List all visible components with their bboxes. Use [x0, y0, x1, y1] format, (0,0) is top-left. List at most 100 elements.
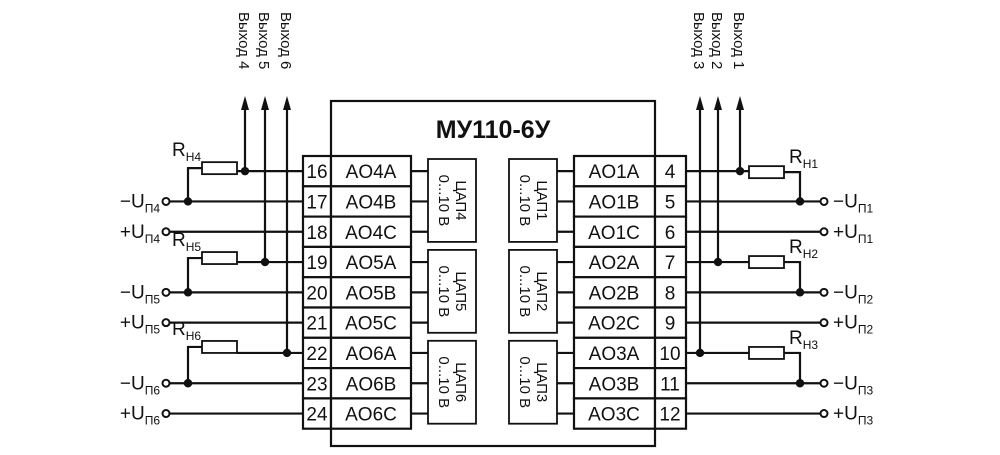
terminal-name: AO1C — [588, 223, 640, 244]
external-wiring — [161, 96, 829, 419]
pin-number: 17 — [306, 192, 327, 213]
dac-outline — [508, 339, 558, 425]
dac-outline — [427, 339, 477, 425]
pin-cell — [653, 336, 688, 370]
resistor-label: RН4 — [172, 140, 201, 164]
minus-supply-label: −UП3 — [833, 373, 873, 397]
plus-supply-label: +UП5 — [120, 313, 160, 337]
resistor-label: RН6 — [172, 319, 201, 343]
plus-supply-label: +UП2 — [833, 313, 873, 337]
output-label: Выход 2 — [708, 12, 725, 69]
dac-name: ЦАП5 — [452, 271, 469, 311]
resistor — [201, 161, 238, 176]
pin-number: 16 — [306, 162, 327, 183]
terminal-cell — [329, 397, 413, 430]
resistor — [201, 340, 238, 354]
pin-number: 12 — [659, 405, 680, 426]
dac-range: 0...10 В — [516, 265, 533, 317]
resistor — [748, 165, 785, 180]
terminal-name: AO3A — [589, 344, 640, 365]
terminal-circle — [161, 318, 171, 328]
output-label-text: Выход 2 — [708, 12, 725, 69]
terminal-name: AO1B — [589, 192, 640, 213]
dac-name: ЦАП4 — [452, 180, 469, 220]
output-label: Выход 1 — [730, 12, 747, 69]
terminal-circle — [819, 287, 829, 297]
plus-supply-label: +UП4 — [120, 222, 160, 246]
terminal-name: AO5B — [346, 283, 397, 304]
terminal-name: AO6A — [346, 344, 397, 365]
pin-number: 21 — [306, 314, 327, 335]
output-label: Выход 3 — [690, 12, 707, 69]
arrow-head — [696, 96, 704, 110]
pin-number: 6 — [665, 223, 676, 244]
plus-supply-label: +UП6 — [120, 404, 160, 428]
dac-name: ЦАП3 — [533, 362, 550, 402]
resistor-return — [784, 260, 802, 293]
terminal-circle — [819, 196, 829, 206]
output-label-text: Выход 3 — [690, 12, 707, 69]
resistor-label: RН3 — [789, 328, 818, 352]
plus-supply-label: +UП3 — [833, 404, 873, 428]
resistor — [748, 346, 785, 360]
dac-range: 0...10 В — [435, 175, 452, 227]
terminal-name: AO6B — [346, 374, 397, 395]
terminal-name: AO5A — [346, 253, 397, 274]
terminal-circle — [819, 318, 829, 328]
dac-name: ЦАП1 — [533, 180, 550, 220]
output-label: Выход 6 — [277, 12, 294, 69]
resistor-label: RН1 — [789, 147, 818, 171]
junction-dot — [795, 197, 805, 206]
minus-supply-label: −UП5 — [120, 282, 160, 306]
terminal-name: AO2B — [589, 283, 640, 304]
terminal-cell — [329, 367, 413, 400]
resistor-return — [186, 345, 202, 384]
terminal-name: AO2C — [588, 314, 640, 335]
terminal-circle — [161, 409, 171, 419]
minus-supply-label: −UП2 — [833, 282, 873, 306]
pin-number: 4 — [665, 162, 676, 183]
resistor-return — [186, 167, 202, 202]
pin-number: 22 — [306, 344, 327, 365]
resistor-label: RН5 — [172, 230, 201, 254]
terminal-name: AO5C — [345, 314, 397, 335]
arrow-head — [283, 96, 291, 110]
terminal-circle — [161, 287, 171, 297]
resistor-return — [186, 256, 202, 293]
dac-range: 0...10 В — [516, 175, 533, 227]
pin-number: 19 — [306, 253, 327, 274]
plus-supply-label: +UП1 — [833, 222, 873, 246]
dac-outline — [508, 248, 558, 334]
resistor-return — [784, 351, 802, 384]
module-title: МУ110-6У — [436, 116, 551, 144]
pin-cell — [301, 276, 333, 309]
pin-number: 8 — [665, 283, 676, 304]
pin-number: 23 — [306, 374, 327, 395]
terminal-name: AO2A — [589, 253, 640, 274]
output-label: Выход 4 — [235, 12, 252, 69]
dac-outline — [508, 158, 558, 243]
junction-dot — [795, 288, 805, 297]
pin-number: 20 — [306, 283, 327, 304]
junction-dot — [795, 379, 805, 388]
junction-dot — [183, 288, 193, 297]
output-label-text: Выход 5 — [255, 12, 272, 69]
dac-outline — [427, 248, 477, 334]
terminal-cell — [572, 276, 657, 309]
arrow-head — [736, 96, 744, 110]
minus-supply-label: −UП1 — [833, 191, 873, 215]
terminal-name: AO4A — [346, 162, 397, 183]
dac-range: 0...10 В — [435, 356, 452, 408]
junction-dot — [183, 197, 193, 206]
pin-number: 9 — [665, 314, 676, 335]
